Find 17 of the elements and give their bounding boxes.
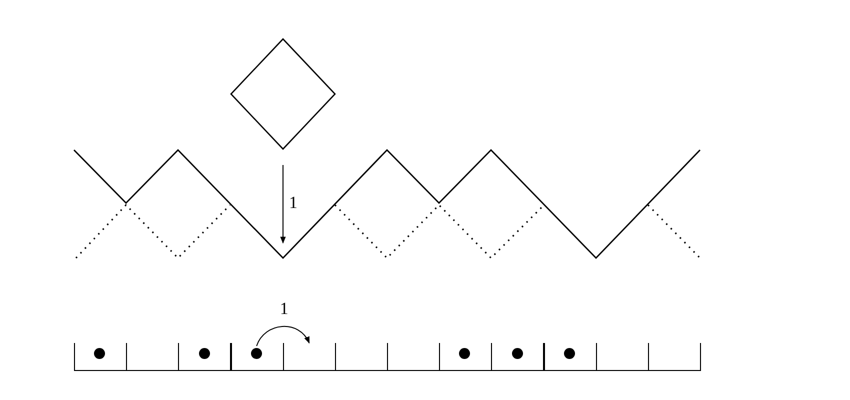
particle-dot xyxy=(94,348,106,359)
arrow xyxy=(256,326,310,346)
particle-dot xyxy=(198,348,210,359)
arrow xyxy=(280,164,286,244)
lattice-cell xyxy=(648,343,701,371)
lattice-cell xyxy=(74,343,128,371)
diamond-tile xyxy=(230,38,336,150)
lattice-cell xyxy=(178,343,232,371)
lattice-cell xyxy=(544,343,597,371)
particle-dot xyxy=(250,348,262,359)
lattice-cell xyxy=(230,343,284,371)
lattice-cell xyxy=(491,343,544,371)
particle-dot xyxy=(459,348,470,359)
edge-label: 1 xyxy=(278,300,290,317)
particle-dot xyxy=(564,348,575,359)
particle-dot xyxy=(512,348,523,359)
edge-label: 1 xyxy=(288,194,298,211)
